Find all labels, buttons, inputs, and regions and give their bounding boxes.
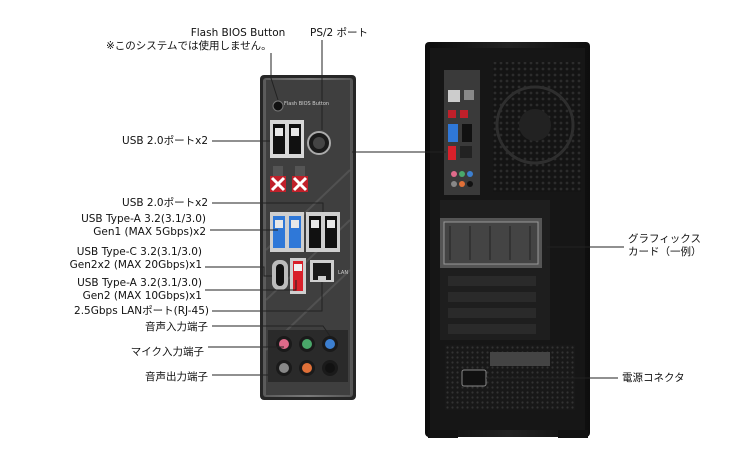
usb-c-port [272, 260, 288, 290]
ps2-port [307, 131, 331, 155]
pc-case-rear [425, 42, 590, 438]
usb20-top-ports [270, 120, 304, 158]
flash-bios-note: ※このシステムでは使用しません。 [106, 40, 272, 52]
graphics-card-label-1: グラフィックス [628, 233, 701, 245]
power-connector-label: 電源コネクタ [622, 372, 685, 384]
antenna-mounts [270, 166, 308, 192]
io-flash-engraving: Flash BIOS Button [284, 101, 330, 107]
usb-c-label-1: USB Type-C 3.2(3.1/3.0) [76, 246, 202, 258]
audio-in-label: 音声入力端子 [145, 321, 208, 333]
usb-a-gen2-label-1: USB Type-A 3.2(3.1/3.0) [77, 277, 202, 289]
graphics-card-label-2: カード（一例） [628, 246, 702, 258]
usb-a-gen1-label-1: USB Type-A 3.2(3.1/3.0) [81, 213, 206, 225]
audio-jacks [268, 330, 348, 382]
usb-gen1-blue-ports [270, 212, 304, 252]
audio-out-label: 音声出力端子 [145, 371, 208, 383]
io-lan-engraving: LAN [338, 270, 349, 276]
flash-bios-title: Flash BIOS Button [190, 27, 286, 39]
mic-in-label: マイク入力端子 [130, 346, 204, 358]
leader-lines [205, 40, 624, 379]
lan-port [310, 260, 334, 282]
usb-c-label-2: Gen2x2 (MAX 20Gbps)x1 [69, 259, 202, 271]
usb-a-gen1-label-2: Gen1 (MAX 5Gbps)x2 [93, 226, 206, 238]
usb-a-gen2-label-2: Gen2 (MAX 10Gbps)x1 [82, 290, 202, 302]
usb20-mid-ports [306, 212, 340, 252]
usb20-mid-label: USB 2.0ポートx2 [122, 197, 208, 209]
usb-a-gen2-port [290, 258, 306, 294]
lan-label: 2.5Gbps LANポート(RJ-45) [74, 305, 209, 317]
flash-bios-button [272, 100, 284, 112]
ps2-port-label: PS/2 ポート [310, 27, 369, 39]
usb20-top-label: USB 2.0ポートx2 [122, 135, 208, 147]
